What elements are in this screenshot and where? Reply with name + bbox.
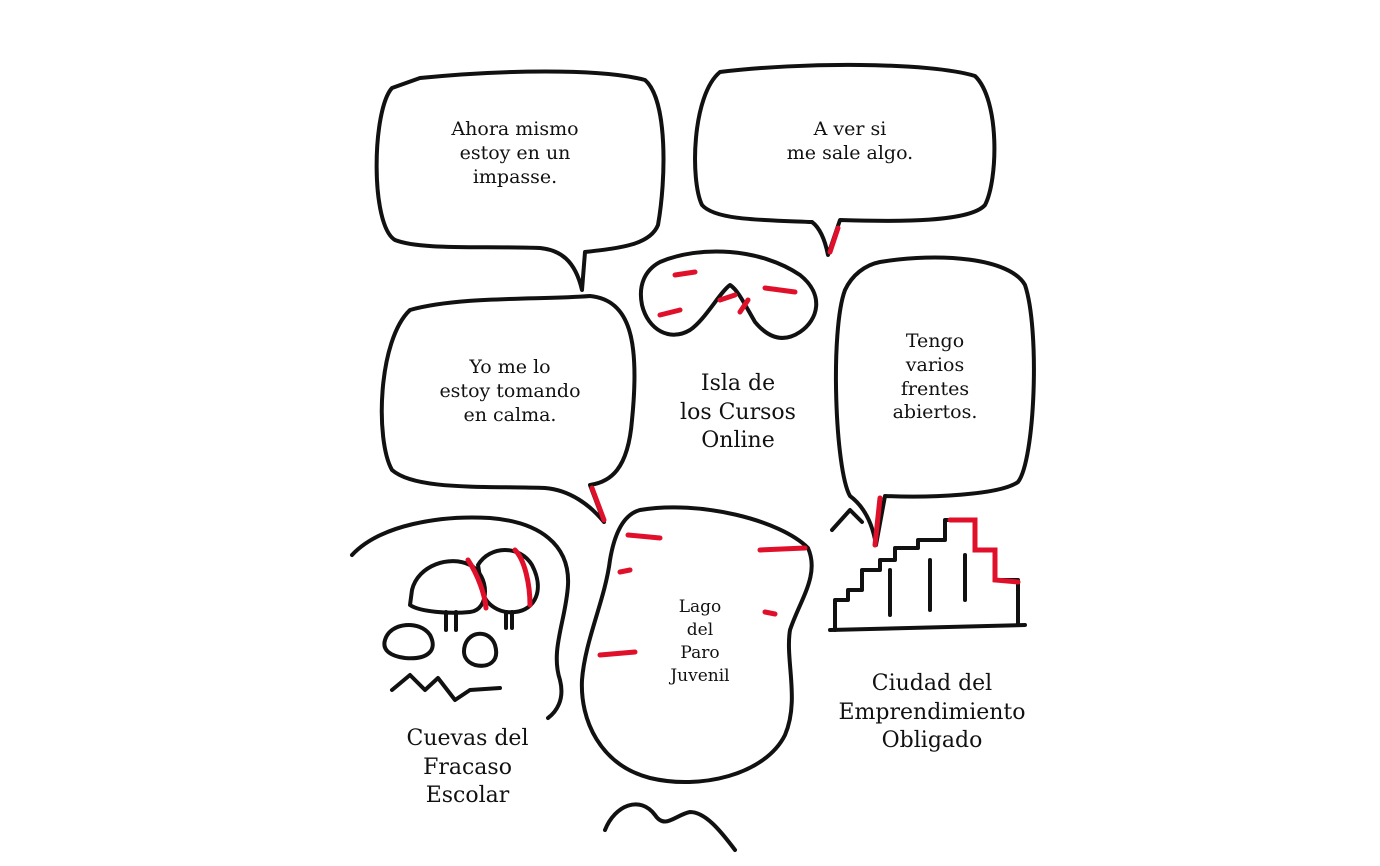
lake-outline — [579, 505, 814, 785]
bubble-text-impasse: Ahora mismo estoy en un impasse. — [451, 118, 579, 188]
city-mountain — [830, 508, 864, 532]
speech-bubble-frentes — [833, 255, 1036, 547]
speech-bubble-calma — [379, 294, 637, 524]
tree-left — [408, 559, 487, 615]
rock-1 — [382, 622, 435, 661]
bubble-text-frentes: Tengo varios frentes abiertos. — [892, 330, 978, 424]
island-outline — [639, 249, 819, 340]
tree-right — [476, 548, 540, 615]
rock-2 — [462, 631, 499, 668]
bubble-text-sale-algo: A ver si me sale algo. — [786, 118, 914, 164]
cave-ridge — [350, 515, 571, 720]
bottom-mountains — [603, 802, 737, 852]
speech-bubble-impasse — [374, 69, 666, 292]
city-buildings — [833, 518, 1020, 632]
bubble-text-calma: Yo me lo estoy tomando en calma. — [439, 356, 581, 426]
label-cuevas: Cuevas del Fracaso Escolar — [406, 726, 529, 809]
speech-bubble-sale-algo — [693, 62, 997, 257]
label-isla: Isla de los Cursos Online — [680, 371, 796, 454]
cave-hills — [390, 673, 502, 702]
label-ciudad: Ciudad del Emprendimiento Obligado — [838, 671, 1026, 754]
label-lago: Lago del Paro Juvenil — [670, 597, 730, 686]
